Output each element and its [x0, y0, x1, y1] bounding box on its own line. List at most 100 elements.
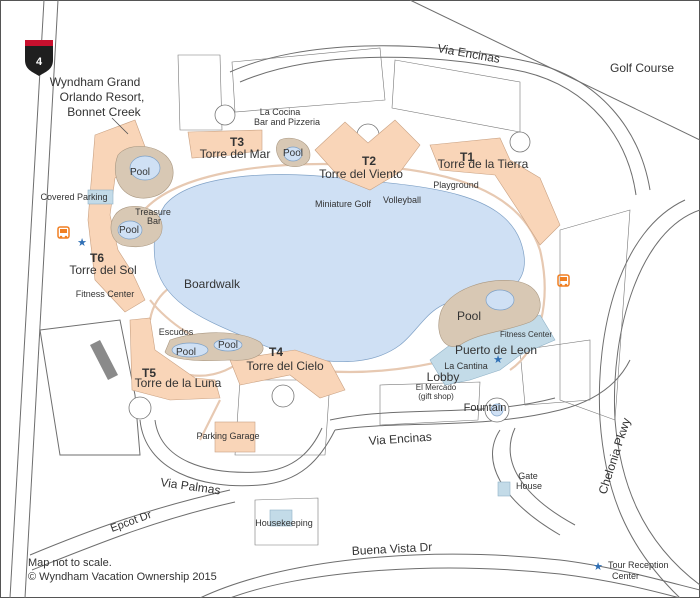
- west-road-line-1: [9, 0, 45, 598]
- pool-escudos-east-water: [213, 338, 243, 352]
- resort-name-line-2: Orlando Resort,: [60, 90, 145, 104]
- tower-t2-building: [314, 119, 421, 191]
- tower-t3-code: T3: [230, 135, 244, 149]
- tower-t4-code: T4: [269, 345, 283, 359]
- roundabout-north-west: [214, 104, 236, 126]
- la-cocina-label-line-2: Bar and Pizzeria: [254, 117, 320, 127]
- chelonia-pkwy-inner: [598, 199, 686, 598]
- pool-label-puerto-de-leon: Pool: [457, 309, 481, 323]
- playground-label: Playground: [433, 180, 479, 190]
- buildings: [87, 119, 561, 527]
- east-parking-lot: [559, 209, 631, 421]
- puerto-de-leon-label: Puerto de Leon: [455, 343, 537, 357]
- lobby-label: Lobby: [427, 370, 460, 384]
- via-encinas-bottom-outer: [334, 359, 631, 431]
- fountain-water: [490, 403, 504, 417]
- epcot-dr-b: [31, 501, 236, 571]
- footer: Map not to scale. © Wyndham Vacation Own…: [28, 557, 217, 583]
- pool-area-puerto-de-leon: [438, 279, 541, 347]
- gate-house-label-line-2: House: [516, 481, 542, 491]
- tower-t3-building: [187, 129, 263, 159]
- tour-reception-star-lobby-icon: ★: [493, 354, 503, 366]
- road-network: [9, 0, 700, 598]
- tower-t1-building: [429, 137, 561, 246]
- epcot-dr-a: [29, 489, 231, 556]
- treasure-bar-label-line-1: Treasure: [135, 207, 171, 217]
- via-encinas-top-outer: [229, 45, 651, 191]
- buena-vista-dr-b: [229, 567, 681, 598]
- tower-t1-name: Torre de la Tierra: [438, 157, 529, 171]
- housekeeping-lot: [254, 497, 319, 546]
- west-small-building: [90, 340, 118, 380]
- east-parking-lot-2: [519, 339, 591, 406]
- resort-name-leader: [111, 117, 129, 135]
- pool-label-t3: Pool: [283, 148, 303, 159]
- gate-road-b: [509, 427, 576, 526]
- interstate-shield-icon: [25, 40, 53, 76]
- buena-vista-dr-a: [199, 553, 700, 598]
- north-parking-lot-2: [231, 47, 386, 113]
- pool-areas: [110, 137, 541, 362]
- copyright: © Wyndham Vacation Ownership 2015: [28, 571, 217, 583]
- housekeeping-building: [269, 509, 293, 527]
- walkway-garage: [199, 399, 221, 441]
- via-encinas-bottom-inner: [329, 397, 556, 421]
- covered-parking-structure: [87, 189, 114, 205]
- gate-house-label-line-1: Gate: [518, 471, 538, 481]
- bus-stop-east-icon: [557, 274, 570, 287]
- via-encinas-top-inner: [239, 56, 637, 196]
- tower-t4-name: Torre del Cielo: [246, 359, 324, 373]
- via-palmas-outer: [139, 419, 336, 487]
- gate-road-a: [492, 429, 561, 536]
- la-cocina-label-line-1: La Cocina: [260, 107, 301, 117]
- golf-course-label: Golf Course: [610, 61, 674, 75]
- tower-t3-name: Torre del Mar: [200, 147, 271, 161]
- volleyball-label: Volleyball: [383, 195, 421, 205]
- tower-t6-name: Torre del Sol: [69, 263, 136, 277]
- pool-t6-north-water: [129, 155, 161, 181]
- el-mercado-label-line-2: (gift shop): [418, 392, 454, 401]
- interstate-number: 4: [36, 56, 43, 68]
- scale-note: Map not to scale.: [28, 557, 112, 569]
- resort-name-line-1: Wyndham Grand: [50, 75, 141, 89]
- legend: ★ Tour Reception Center: [593, 560, 668, 581]
- pool-t3-water: [283, 146, 303, 162]
- pool-label-escudos-east: Pool: [218, 340, 238, 351]
- legend-tour-reception-line-2: Center: [612, 571, 639, 581]
- fitness-center-west-label: Fitness Center: [76, 289, 135, 299]
- miniature-golf-label: Miniature Golf: [315, 199, 372, 209]
- resort-name-line-3: Bonnet Creek: [67, 105, 141, 119]
- boardwalk-label: Boardwalk: [184, 277, 241, 291]
- tower-t5-building: [129, 317, 221, 401]
- west-road-line-2: [24, 0, 59, 598]
- pool-escudos-west-water: [171, 342, 209, 358]
- labels: Wyndham Grand Orlando Resort, Bonnet Cre…: [40, 41, 674, 558]
- tower-t5-name: Torre de la Luna: [135, 376, 222, 390]
- fitness-center-east-label: Fitness Center: [500, 330, 552, 339]
- tower-t2-name: Torre del Viento: [319, 167, 403, 181]
- interstate-shield-band: [25, 40, 53, 46]
- tower-t2-code: T2: [362, 154, 376, 168]
- treasure-bar-label-line-2: Bar: [147, 216, 161, 226]
- pool-puerto-de-leon-water: [485, 289, 515, 311]
- pool-label-treasure-bar: Pool: [119, 225, 139, 236]
- legend-star-icon: ★: [593, 561, 603, 573]
- gate-house-building: [497, 481, 511, 497]
- parking-garage-building: [214, 421, 256, 453]
- pool-label-escudos-west: Pool: [176, 347, 196, 358]
- west-parking-lot: [39, 319, 141, 456]
- covered-parking-label: Covered Parking: [40, 192, 107, 202]
- pool-treasure-bar-water: [117, 220, 143, 240]
- buena-vista-dr-label: Buena Vista Dr: [351, 540, 432, 558]
- escudos-label: Escudos: [159, 327, 194, 337]
- via-encinas-bottom-label: Via Encinas: [368, 430, 432, 448]
- tower-t5-code: T5: [142, 366, 156, 380]
- map-icons: ★ ★: [57, 226, 570, 366]
- tour-reception-star-west-icon: ★: [77, 237, 87, 249]
- tower-t1-code: T1: [460, 150, 474, 164]
- interstate-4-shield: 4: [25, 40, 53, 76]
- tower-t6-code: T6: [90, 251, 104, 265]
- fountain-label: Fountain: [464, 402, 507, 414]
- bus-stop-west-icon: [57, 226, 70, 239]
